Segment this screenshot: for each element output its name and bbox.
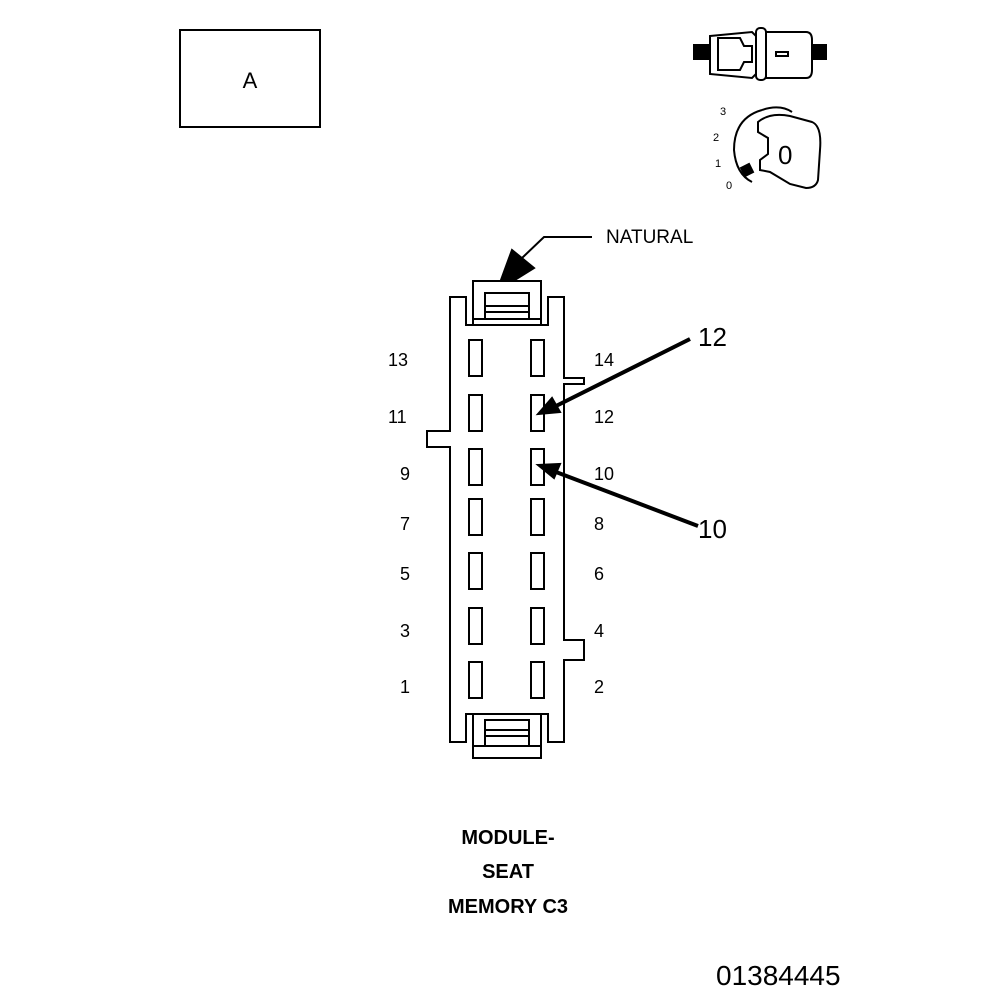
pin-cavity-5 [468, 552, 483, 590]
pin-cavity-4 [530, 607, 545, 645]
pin-label-5: 5 [400, 564, 411, 584]
pin-label-1: 1 [400, 677, 411, 697]
key-label: 0 [778, 140, 793, 170]
pin-label-2: 2 [594, 677, 605, 697]
callout-12-label: 12 [698, 322, 727, 352]
pin-cavity-3 [468, 607, 483, 645]
pin-cavity-8 [530, 498, 545, 536]
pin-label-12: 12 [594, 407, 615, 427]
caption-line-3: MEMORY C3 [447, 896, 569, 918]
pin-cavity-11 [468, 394, 483, 432]
pin-cavity-9 [468, 448, 483, 486]
pin-cavity-2 [530, 661, 545, 699]
key-position-1: 1 [715, 158, 722, 170]
key-position-0: 0 [726, 180, 733, 192]
pin-label-3: 3 [400, 621, 411, 641]
view-label: A [242, 68, 258, 93]
callout-10-label: 10 [698, 514, 727, 544]
figure-id: 01384445 [716, 960, 841, 991]
pin-label-4: 4 [594, 621, 605, 641]
view-label-box: A [179, 29, 321, 128]
pin-label-7: 7 [400, 514, 411, 534]
caption-line-2: SEAT [482, 861, 534, 883]
pin-label-6: 6 [594, 564, 605, 584]
natural-leader-line [521, 236, 592, 259]
pin-cavity-6 [530, 552, 545, 590]
key-rotation-icon [732, 106, 822, 190]
pin-cavity-1 [468, 661, 483, 699]
pin-label-9: 9 [400, 464, 411, 484]
pin-cavities [468, 339, 545, 699]
callout-12-arrow [535, 337, 691, 416]
natural-label: NATURAL [606, 227, 694, 248]
connector-side-icon [693, 27, 827, 81]
pin-label-14: 14 [594, 350, 615, 370]
pin-label-8: 8 [594, 514, 605, 534]
pin-cavity-7 [468, 498, 483, 536]
key-position-3: 3 [720, 106, 727, 118]
pin-label-13: 13 [388, 350, 409, 370]
top-latch [472, 280, 542, 326]
pin-cavity-14 [530, 339, 545, 377]
pin-label-11: 11 [388, 407, 407, 427]
connector-outline [426, 296, 585, 743]
key-position-2: 2 [713, 132, 720, 144]
callout-10-arrow [535, 462, 699, 528]
pin-cavity-13 [468, 339, 483, 377]
pin-label-10: 10 [594, 464, 615, 484]
caption-line-1: MODULE- [461, 827, 555, 849]
bottom-latch [472, 713, 542, 759]
